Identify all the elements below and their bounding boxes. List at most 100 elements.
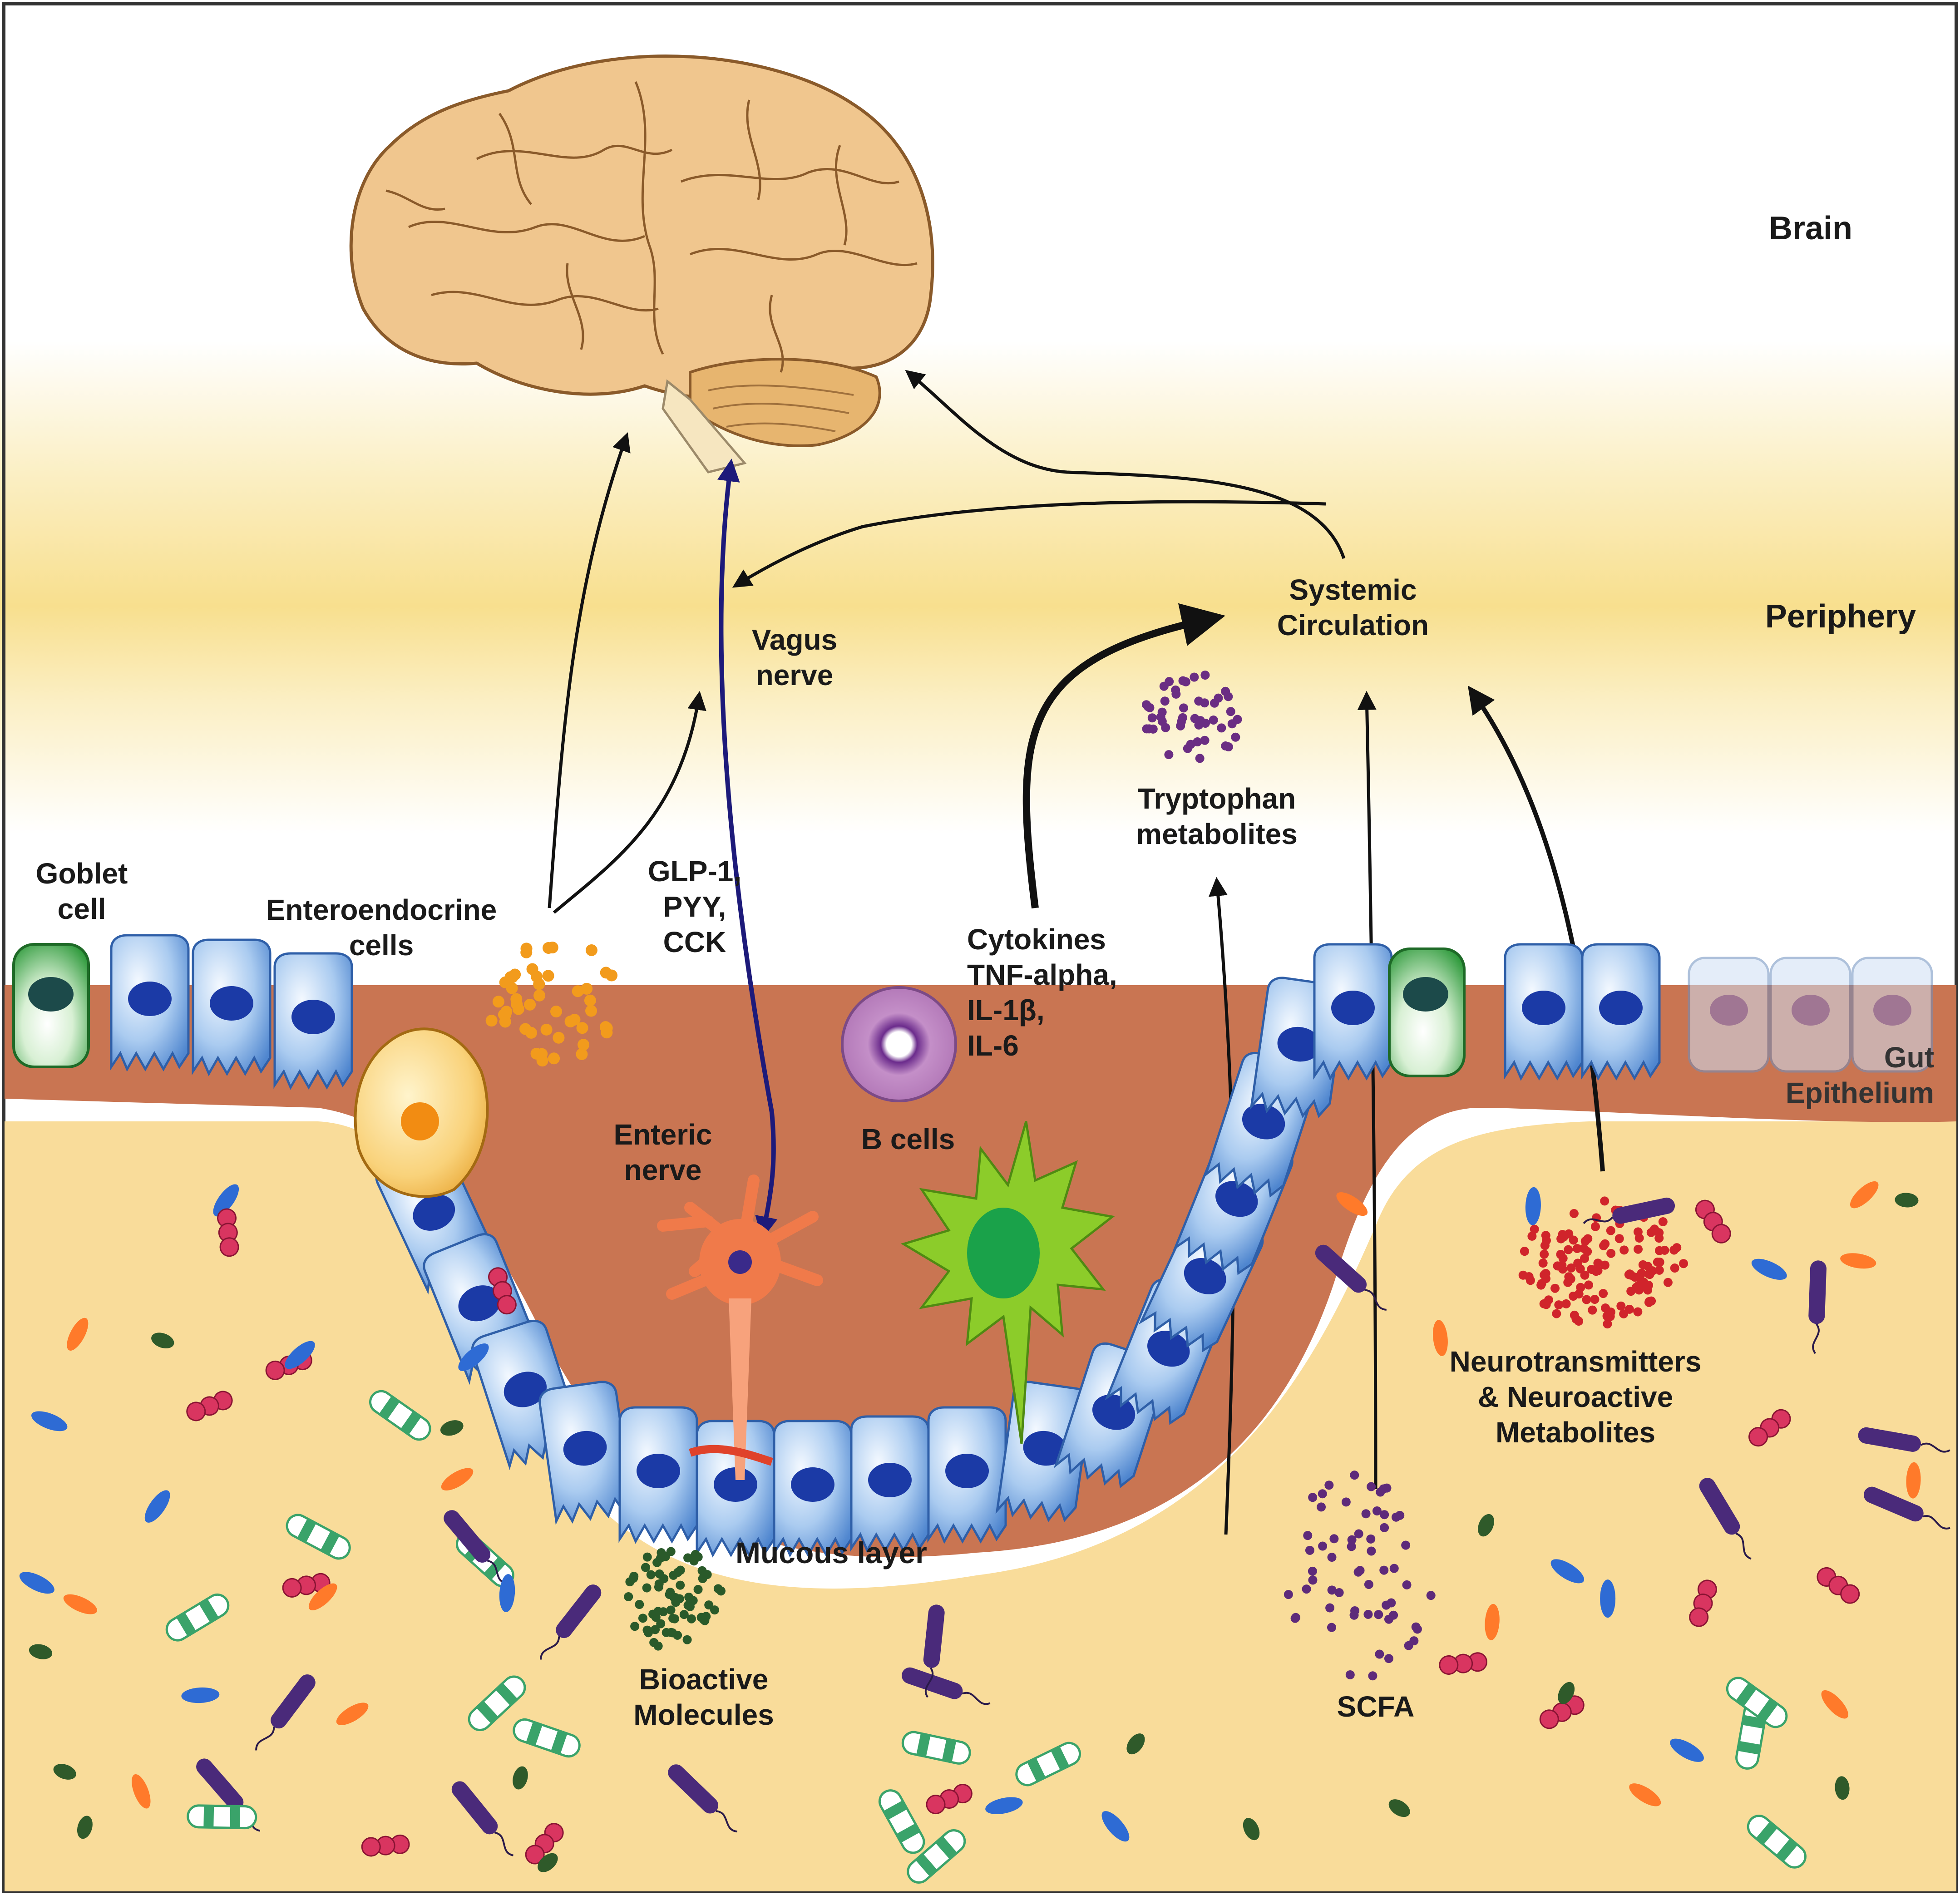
dot [1372, 1506, 1382, 1516]
bacterium [458, 1343, 489, 1371]
bacterium [361, 1834, 410, 1857]
dot [1558, 1230, 1567, 1239]
dot [1654, 1265, 1664, 1275]
dot [1558, 1264, 1567, 1274]
dot [673, 1568, 682, 1577]
dot [1329, 1534, 1339, 1544]
dot [1380, 1523, 1389, 1532]
dot [710, 1605, 720, 1615]
dot [1161, 723, 1170, 732]
dot [1347, 1542, 1356, 1551]
arrow-vagus-nerve-bidirectional [717, 459, 778, 1239]
dot [684, 1592, 694, 1602]
bacterium [1243, 1818, 1260, 1841]
dot [1544, 1295, 1553, 1305]
dot [542, 970, 554, 982]
bacterium [285, 1341, 315, 1369]
dot [1584, 1280, 1594, 1290]
bacterium [668, 1764, 738, 1833]
dot [1626, 1287, 1636, 1296]
dot [1538, 1258, 1548, 1268]
dot [1658, 1217, 1668, 1227]
epithelial-cell [192, 938, 272, 1076]
dot [585, 1005, 597, 1017]
dot [1384, 1654, 1393, 1663]
label-tryptophan-metabolites: Tryptophan metabolites [1136, 782, 1298, 851]
epithelial-cell [618, 1406, 698, 1544]
bacterium [1748, 1409, 1791, 1447]
bacterium [1835, 1776, 1850, 1800]
dot [642, 1583, 652, 1593]
dot [1227, 719, 1237, 729]
dot [1569, 1235, 1578, 1245]
dot [1404, 1641, 1413, 1650]
dot [1181, 677, 1190, 686]
bacterium [1817, 1567, 1860, 1604]
bacterium [1850, 1181, 1879, 1209]
bacterium [1550, 1559, 1585, 1584]
dot [661, 1552, 670, 1561]
dot [553, 1031, 565, 1044]
dot [1402, 1580, 1412, 1589]
dot [1599, 1289, 1608, 1298]
dot [1284, 1590, 1293, 1599]
arrow-circulation-to-vagus [732, 500, 1326, 588]
bacterium [1015, 1742, 1081, 1786]
bacterium [513, 1766, 528, 1790]
epithelial-cell [273, 952, 353, 1090]
dot [1412, 1624, 1422, 1634]
dot [1600, 1239, 1610, 1249]
dot [1176, 717, 1186, 727]
dot [1550, 1283, 1560, 1293]
label-neurotransmitters: Neurotransmitters & Neuroactive Metaboli… [1449, 1345, 1702, 1449]
dot [1305, 1545, 1314, 1555]
dot [1226, 707, 1235, 716]
bacterium [985, 1797, 1023, 1815]
epithelial-cell [1581, 943, 1661, 1081]
dot [524, 998, 536, 1011]
epithelial-cell [1313, 943, 1393, 1081]
dot [1638, 1260, 1648, 1269]
bacterium [31, 1411, 68, 1431]
dot [1171, 689, 1181, 699]
bacterium [255, 1674, 316, 1751]
dot [485, 1015, 498, 1027]
dot [1606, 1249, 1616, 1258]
dot [1194, 696, 1204, 706]
dot [656, 1619, 666, 1629]
bacterium [29, 1644, 53, 1659]
bacterium [187, 1804, 257, 1830]
dot [1384, 1614, 1393, 1624]
dot [1367, 1482, 1376, 1491]
dot [543, 942, 555, 954]
dot [1379, 1565, 1389, 1575]
dot [651, 1625, 660, 1634]
dot [1347, 1535, 1357, 1545]
bacterium [308, 1583, 337, 1610]
bacterium [1695, 1199, 1731, 1244]
dot [1147, 713, 1157, 723]
bacterium [1895, 1193, 1919, 1208]
dot [1679, 1259, 1688, 1268]
bacterium [19, 1572, 54, 1594]
faded-epithelial-cells [1688, 957, 1933, 1073]
dot [1324, 1480, 1334, 1490]
bacterium [451, 1781, 514, 1856]
bacterium [1558, 1682, 1575, 1704]
dot [1602, 1311, 1612, 1321]
enteric-neuron [657, 1175, 823, 1480]
dot [1317, 1502, 1326, 1512]
label-vagus-nerve: Vagus nerve [751, 623, 838, 692]
bacterium [151, 1332, 174, 1349]
bacterium [286, 1514, 351, 1560]
dot [666, 1605, 676, 1615]
epithelial-cell [773, 1420, 853, 1558]
dot [1540, 1249, 1549, 1259]
dot [1353, 1567, 1363, 1577]
dot [1363, 1609, 1373, 1619]
dot [716, 1586, 726, 1596]
dot [676, 1580, 685, 1590]
bioactive-molecule-dots [624, 1547, 726, 1651]
bacterium [1439, 1652, 1487, 1675]
dot [642, 1625, 652, 1635]
